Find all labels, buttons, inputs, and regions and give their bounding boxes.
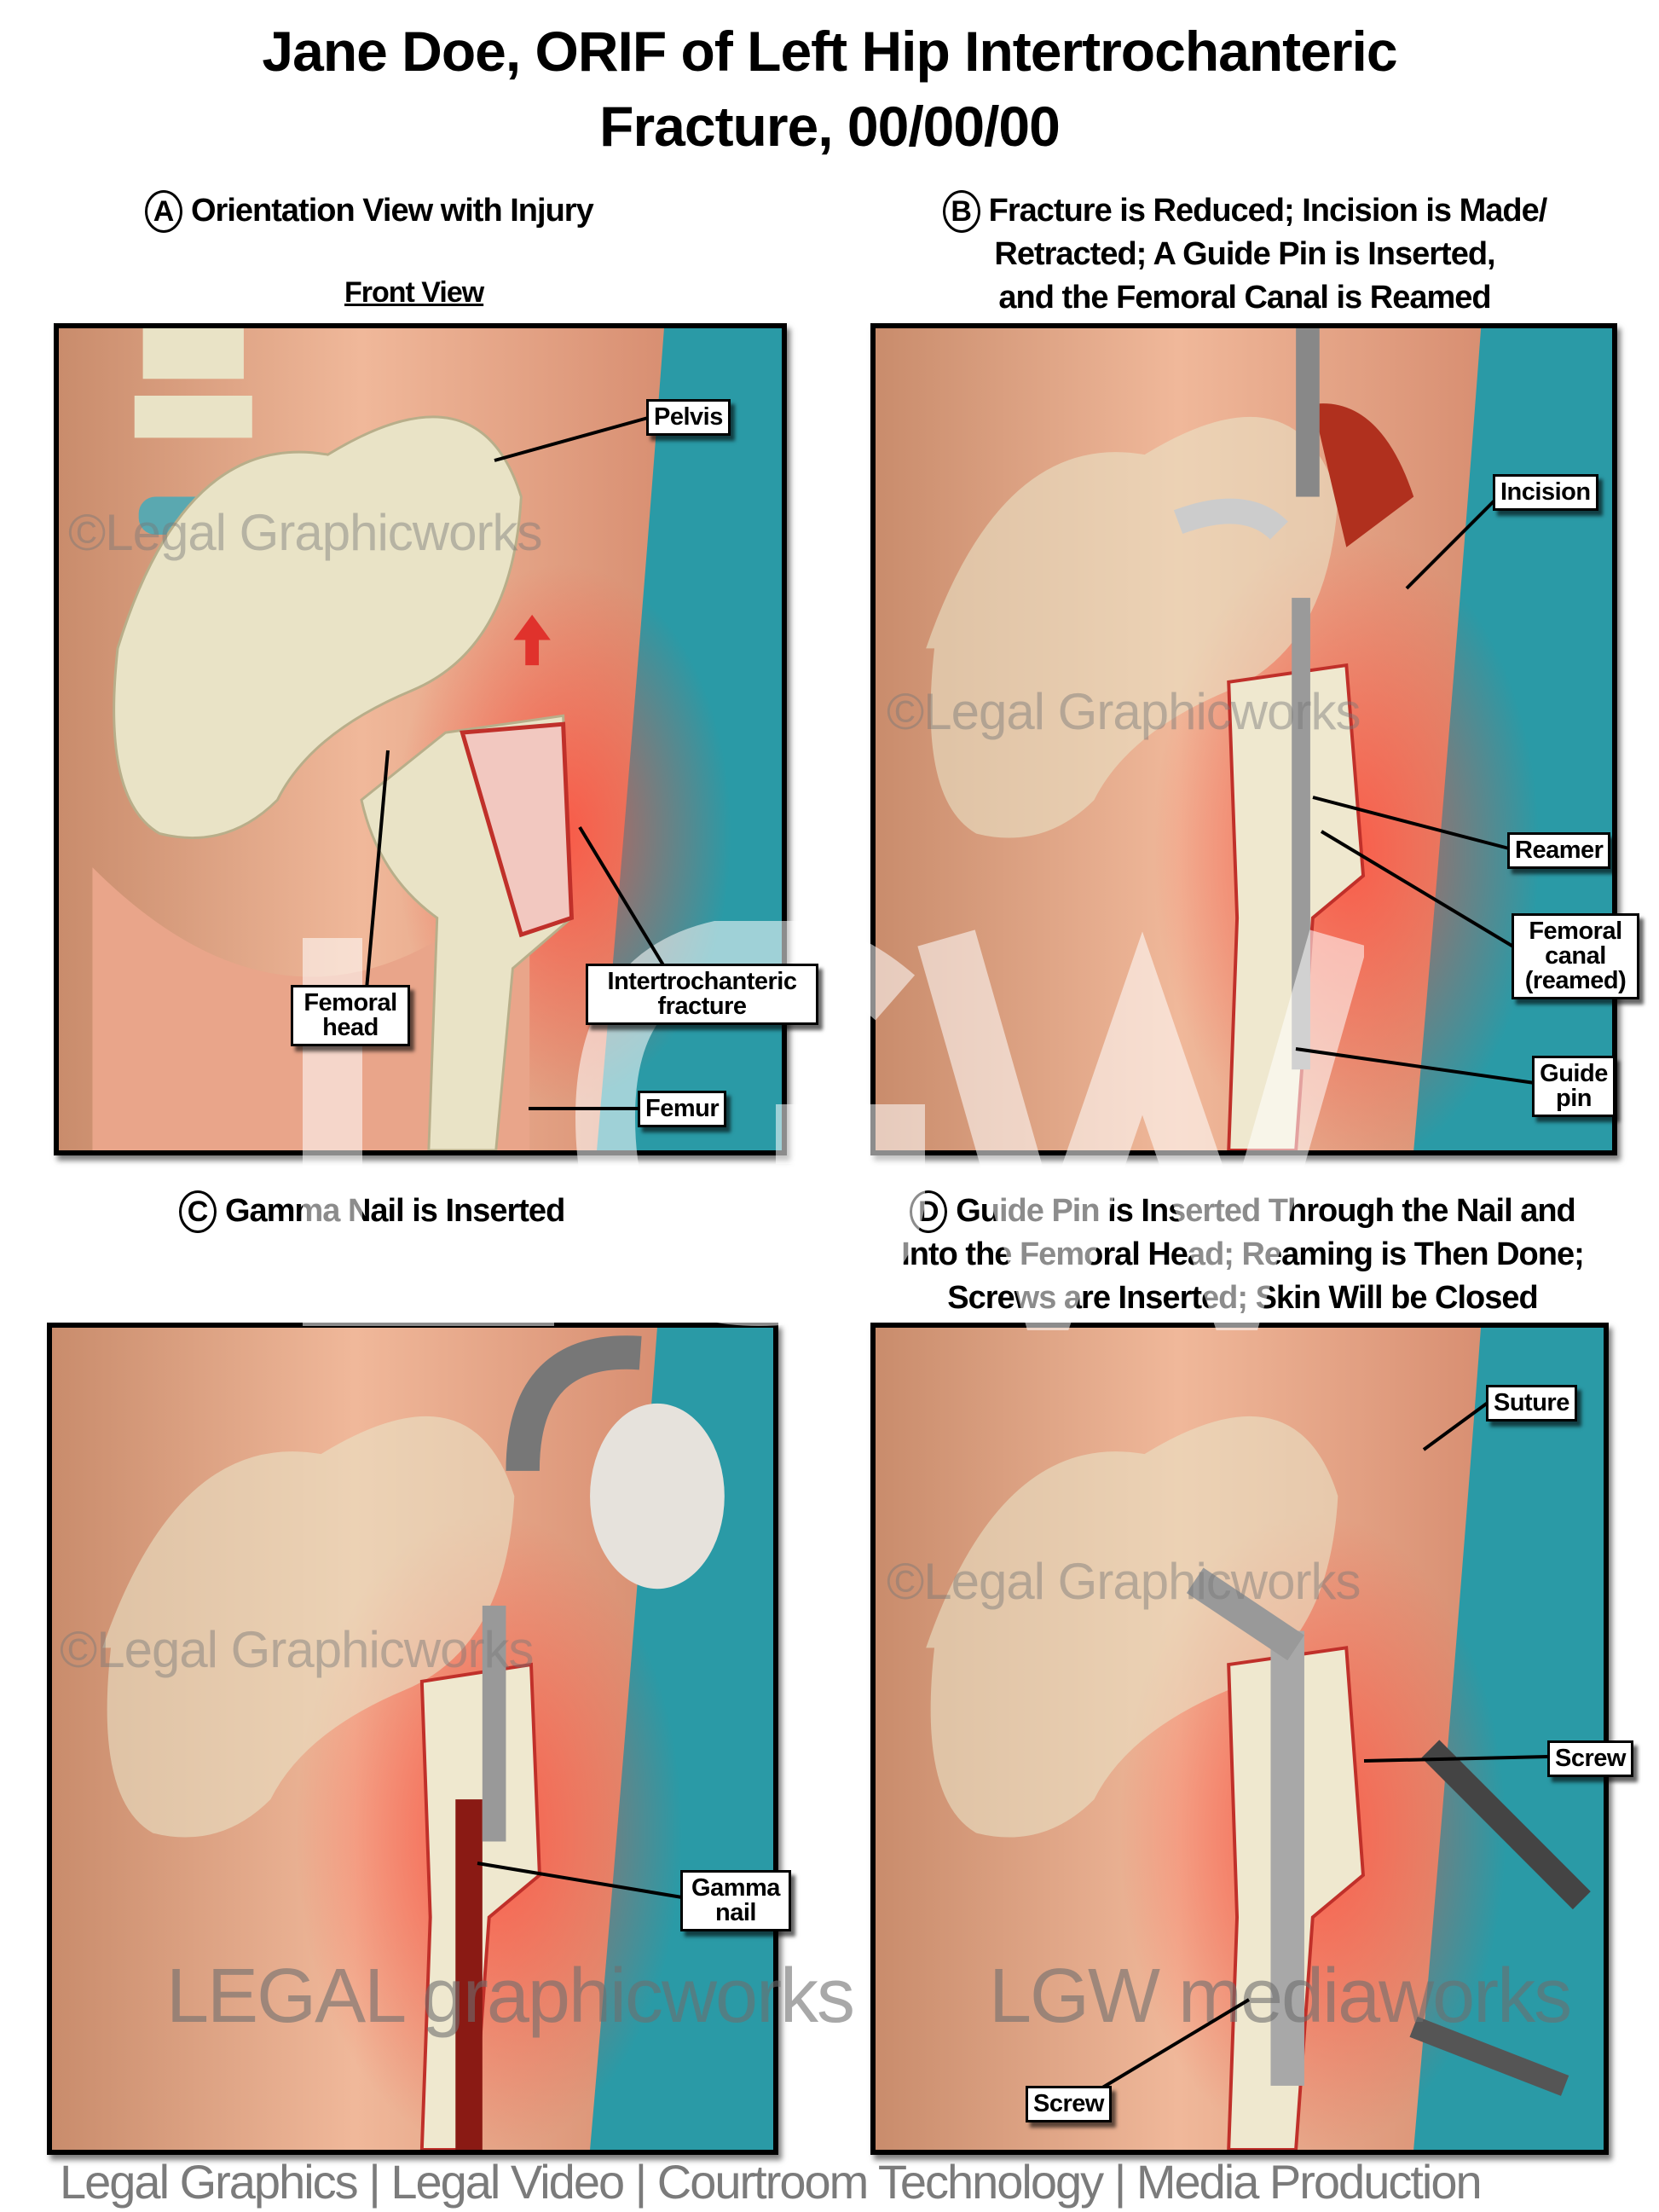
panel-b-heading-line: Retracted; A Guide Pin is Inserted,: [994, 236, 1495, 272]
label-pelvis: Pelvis: [646, 399, 731, 436]
panel-b-letter: B: [942, 190, 980, 233]
panel-a-letter: A: [145, 190, 182, 233]
panel-d-heading-line: Into the Femoral Head; Reaming is Then D…: [901, 1236, 1585, 1272]
watermark: ©Legal Graphicworks: [60, 1621, 534, 1678]
label-screw-lower: Screw: [1026, 2086, 1112, 2122]
brand-mediaworks: LGW mediaworks: [989, 1954, 1572, 2039]
label-screw-upper: Screw: [1547, 1740, 1633, 1777]
label-gamma-nail: Gamma nail: [680, 1870, 791, 1931]
label-suture: Suture: [1486, 1385, 1577, 1422]
panel-d-heading-line: Screws are Inserted; Skin Will be Closed: [947, 1280, 1538, 1316]
panel-d-letter: D: [910, 1190, 948, 1233]
panel-b-heading-line: and the Femoral Canal is Reamed: [998, 280, 1491, 316]
label-femur: Femur: [638, 1091, 727, 1127]
label-reamer: Reamer: [1507, 832, 1611, 869]
hip-anatomy-illustration: [59, 328, 782, 1150]
label-femoral-head: Femoral head: [291, 985, 410, 1046]
panel-c-heading-text: Gamma Nail is Inserted: [225, 1193, 565, 1229]
panel-b-heading-line: Fracture is Reduced; Incision is Made/: [988, 193, 1548, 229]
watermark: ©Legal Graphicworks: [887, 683, 1361, 740]
label-incision: Incision: [1493, 474, 1598, 511]
label-intertrochanteric-fracture: Intertrochanteric fracture: [586, 964, 818, 1025]
panel-c-letter: C: [179, 1190, 217, 1233]
gamma-nail-illustration: [52, 1328, 773, 2150]
watermark: ©Legal Graphicworks: [68, 504, 542, 561]
label-femoral-canal: Femoral canal (reamed): [1512, 913, 1639, 999]
label-guide-pin: Guide pin: [1532, 1056, 1616, 1117]
watermark: ©Legal Graphicworks: [887, 1553, 1361, 1610]
panel-c-illustration: [47, 1323, 778, 2155]
brand-graphicworks: LEGAL graphicworks: [166, 1954, 855, 2039]
panel-a-illustration: [54, 323, 787, 1155]
panel-d-heading-line: Guide Pin is Inserted Through the Nail a…: [956, 1193, 1576, 1229]
page-title-line2: Fracture, 00/00/00: [599, 95, 1061, 158]
front-view-label: Front View: [344, 276, 484, 309]
page-title-line1: Jane Doe, ORIF of Left Hip Intertrochant…: [262, 20, 1397, 83]
panel-a-heading-text: Orientation View with Injury: [191, 193, 594, 229]
tagline: Legal Graphics | Legal Video | Courtroom…: [60, 2155, 1483, 2209]
